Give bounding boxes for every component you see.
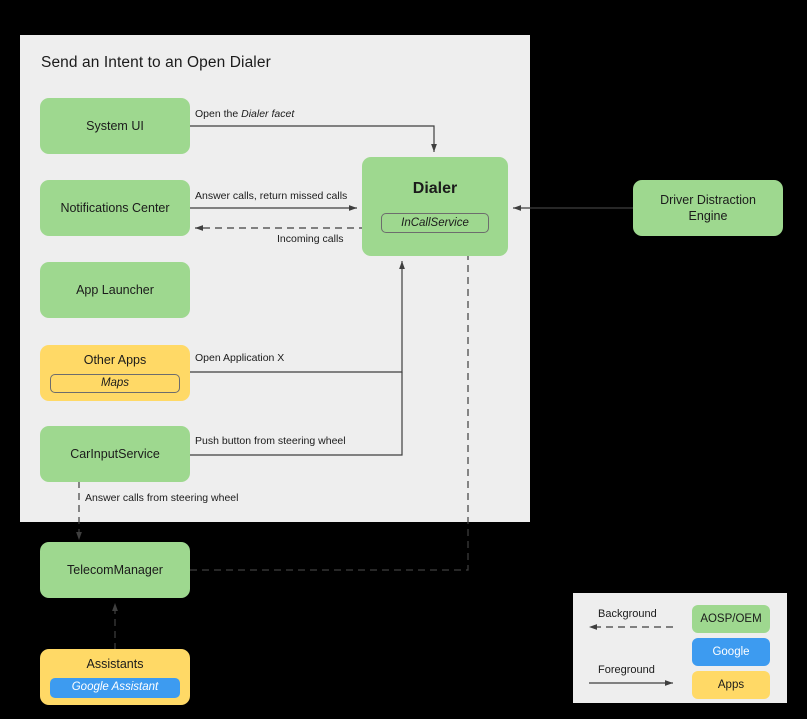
node-car-input-service-label: CarInputService	[70, 447, 160, 461]
node-telecom-manager[interactable]: TelecomManager	[40, 542, 190, 598]
legend-swatch-aosp-oem: AOSP/OEM	[692, 605, 770, 633]
legend-swatch-google: Google	[692, 638, 770, 666]
edge-label-answer-calls-steering: Answer calls from steering wheel	[85, 492, 239, 504]
node-dialer-label: Dialer	[412, 180, 458, 197]
node-telecom-manager-label: TelecomManager	[67, 563, 163, 577]
node-system-ui-label: System UI	[86, 119, 144, 133]
node-dialer-chip-incallservice[interactable]: InCallService	[381, 213, 489, 234]
node-car-input-service[interactable]: CarInputService	[40, 426, 190, 482]
node-driver-distraction-engine-label-line1: Driver Distraction	[660, 193, 756, 207]
node-system-ui[interactable]: System UI	[40, 98, 190, 154]
node-app-launcher[interactable]: App Launcher	[40, 262, 190, 318]
node-driver-distraction-engine[interactable]: Driver Distraction Engine	[633, 180, 783, 236]
edge-label-incoming-calls: Incoming calls	[277, 233, 344, 245]
node-dialer[interactable]: Dialer InCallService	[362, 157, 508, 256]
node-app-launcher-label: App Launcher	[76, 283, 154, 297]
edge-label-push-button: Push button from steering wheel	[195, 435, 346, 447]
edge-label-open-dialer-facet: Open the Dialer facet	[195, 108, 294, 121]
node-assistants-label: Assistants	[86, 657, 144, 671]
edge-label-dialer-facet-italic: Dialer facet	[241, 108, 295, 120]
node-other-apps-chip-maps[interactable]: Maps	[50, 374, 180, 393]
node-other-apps-label: Other Apps	[83, 353, 147, 367]
node-notifications-center[interactable]: Notifications Center	[40, 180, 190, 236]
node-notifications-center-label: Notifications Center	[60, 201, 170, 215]
legend-swatch-apps: Apps	[692, 671, 770, 699]
legend-foreground-label: Foreground	[598, 664, 655, 676]
edge-label-open-dialer-prefix: Open the	[195, 108, 242, 120]
node-driver-distraction-engine-label-line2: Engine	[688, 209, 728, 223]
node-other-apps[interactable]: Other Apps Maps	[40, 345, 190, 401]
edge-label-open-application-x: Open Application X	[195, 352, 285, 364]
node-assistants-chip-google-assistant[interactable]: Google Assistant	[50, 678, 180, 698]
node-assistants[interactable]: Assistants Google Assistant	[40, 649, 190, 705]
page-title: Send an Intent to an Open Dialer	[41, 54, 271, 71]
edge-label-answer-calls: Answer calls, return missed calls	[195, 190, 348, 202]
legend-background-label: Background	[598, 608, 657, 620]
